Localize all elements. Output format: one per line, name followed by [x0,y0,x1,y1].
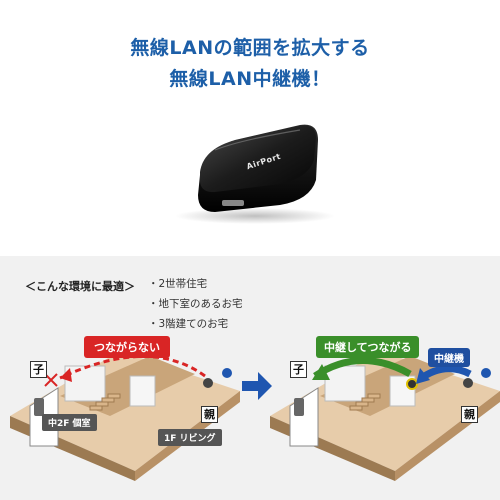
use-case-item: 3階建てのお宅 [148,316,243,336]
use-case-item: 地下室のあるお宅 [148,296,243,316]
child-tag: 子 [290,361,307,378]
use-case-title: ＜こんな環境に最適＞ [25,280,135,293]
use-case-panel: ＜こんな環境に最適＞ 2世帯住宅 地下室のあるお宅 3階建てのお宅 [0,256,500,500]
parent-tag: 親 [201,406,218,423]
repeater-tag: 中継機 [428,348,470,367]
relay-connection-bubble: 中継してつながる [316,336,420,358]
no-connection-bubble: つながらない [84,336,170,358]
floor-1-tag: 1F リビング [158,429,222,446]
parent-tag: 親 [461,406,478,423]
headline-1: 無線LANの範囲を拡大する [130,37,370,59]
house-illustration [10,351,500,481]
use-case-item: 2世帯住宅 [148,276,243,296]
house-after [270,351,500,481]
floor-2-tag: 中2F 個室 [42,414,97,431]
transition-arrow [242,372,272,400]
use-case-list: 2世帯住宅 地下室のあるお宅 3階建てのお宅 [148,276,243,336]
child-tag: 子 [30,361,47,378]
repeater-device-image [175,124,335,224]
headline-2: 無線LAN中継機！ [169,68,331,90]
